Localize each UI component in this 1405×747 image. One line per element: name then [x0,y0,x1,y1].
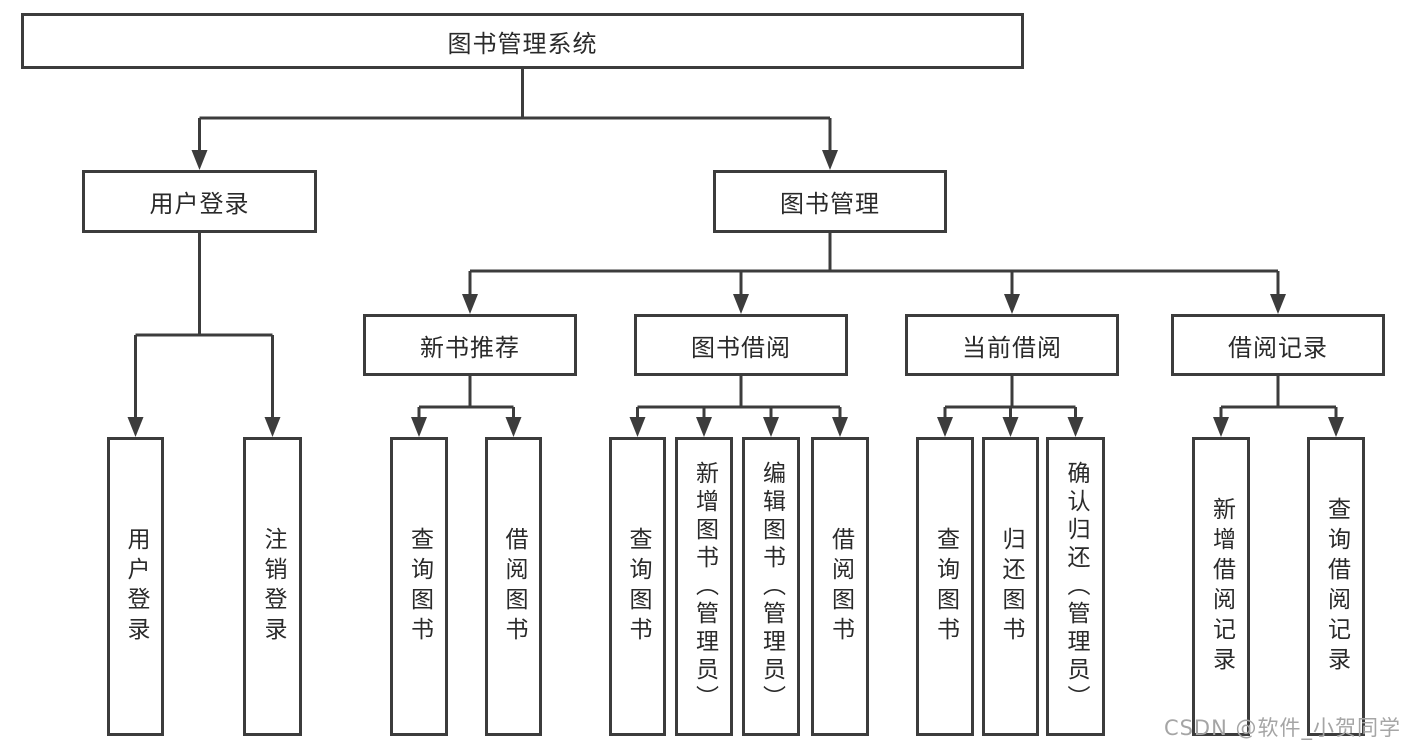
watermark: CSDN @软件_小贺同学 [1163,716,1401,740]
leaf-logout-label: 注销登录 [260,526,286,647]
leaf-return-book-label: 归还图书 [998,526,1024,647]
leaf-user-login: 用户登录 [107,437,164,736]
node-borrow-records-label: 借阅记录 [1228,333,1328,362]
leaf-query-book-3: 查询图书 [916,437,974,736]
leaf-add-record: 新增借阅记录 [1192,437,1250,736]
leaf-add-record-label: 新增借阅记录 [1208,496,1235,677]
node-new-book-rec: 新书推荐 [363,314,577,376]
leaf-query-book-2: 查询图书 [609,437,666,736]
node-book-mgmt-label: 图书管理 [780,190,880,218]
leaf-borrow-book-2-label: 借阅图书 [827,526,854,647]
leaf-edit-book-label: 编辑图书（管理员） [758,460,785,713]
node-root: 图书管理系统 [21,13,1024,69]
leaf-query-book-1: 查询图书 [390,437,448,736]
node-root-label: 图书管理系统 [447,29,598,58]
leaf-query-book-1-label: 查询图书 [406,526,433,647]
node-user-login: 用户登录 [82,170,317,233]
leaf-borrow-book-2: 借阅图书 [811,437,869,736]
leaf-logout: 注销登录 [243,437,302,736]
leaf-query-record: 查询借阅记录 [1307,437,1365,736]
leaf-return-book: 归还图书 [982,437,1039,736]
leaf-confirm-return-label: 确认归还（管理员） [1063,460,1089,713]
leaf-edit-book: 编辑图书（管理员） [742,437,800,736]
leaf-add-book-label: 新增图书（管理员） [691,460,718,713]
leaf-borrow-book-1: 借阅图书 [485,437,542,736]
leaf-query-record-label: 查询借阅记录 [1323,496,1350,677]
leaf-borrow-book-1-label: 借阅图书 [501,526,527,647]
node-book-borrow: 图书借阅 [634,314,848,376]
node-new-book-rec-label: 新书推荐 [420,333,520,362]
connector-path [134,68,1338,421]
leaf-query-book-2-label: 查询图书 [625,526,651,647]
node-user-login-label: 用户登录 [149,190,250,218]
leaf-add-book: 新增图书（管理员） [675,437,733,736]
leaf-user-login-label: 用户登录 [123,526,149,647]
node-book-borrow-label: 图书借阅 [691,333,791,362]
node-current-borrow-label: 当前借阅 [962,333,1062,362]
node-current-borrow: 当前借阅 [905,314,1119,376]
node-borrow-records: 借阅记录 [1171,314,1385,376]
node-book-mgmt: 图书管理 [713,170,947,233]
leaf-confirm-return: 确认归还（管理员） [1046,437,1105,736]
leaf-query-book-3-label: 查询图书 [932,526,959,647]
